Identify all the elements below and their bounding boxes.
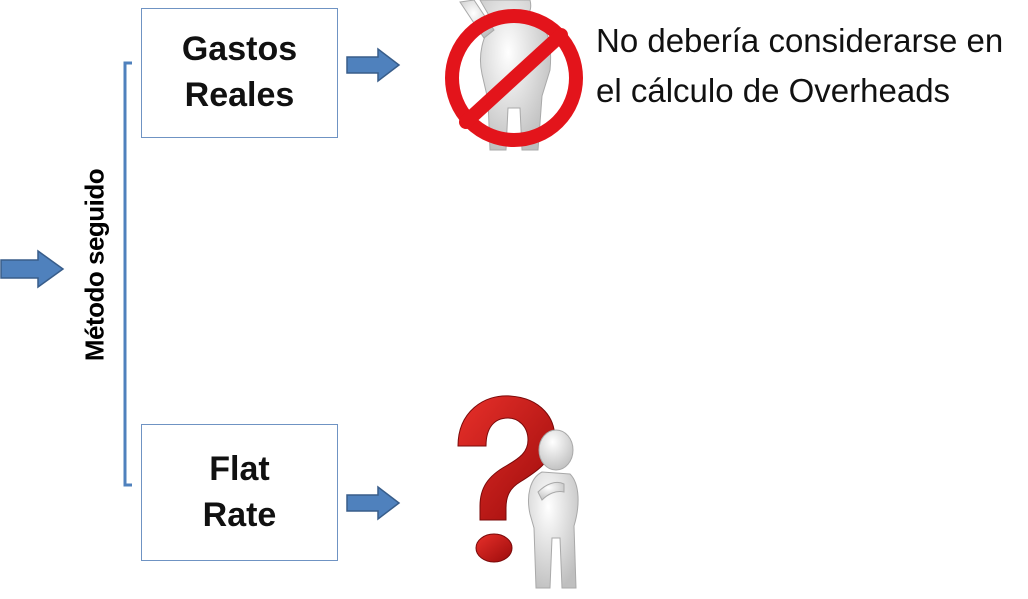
overheads-note: No debería considerarse en el cálculo de… bbox=[596, 16, 1003, 116]
input-arrow-icon bbox=[0, 249, 65, 289]
bracket bbox=[123, 61, 132, 487]
right-arrow-icon bbox=[346, 47, 401, 83]
right-arrow-icon bbox=[346, 485, 401, 521]
box-gastos-reales-line2: Reales bbox=[184, 76, 295, 114]
overheads-note-line1: No debería considerarse en bbox=[596, 22, 1004, 59]
method-label: Método seguido bbox=[79, 168, 110, 362]
box-flat-rate: Flat Rate bbox=[141, 424, 338, 561]
question-mark-figure-icon bbox=[457, 395, 579, 589]
box-gastos-reales-line1: Gastos bbox=[181, 30, 298, 69]
prohibited-figure-icon bbox=[445, 0, 583, 151]
box-flat-rate-line1: Flat bbox=[209, 449, 270, 488]
box-flat-rate-line2: Rate bbox=[202, 495, 277, 534]
box-gastos-reales: Gastos Reales bbox=[141, 8, 338, 138]
overheads-note-line2: el cálculo de Overheads bbox=[596, 72, 951, 109]
